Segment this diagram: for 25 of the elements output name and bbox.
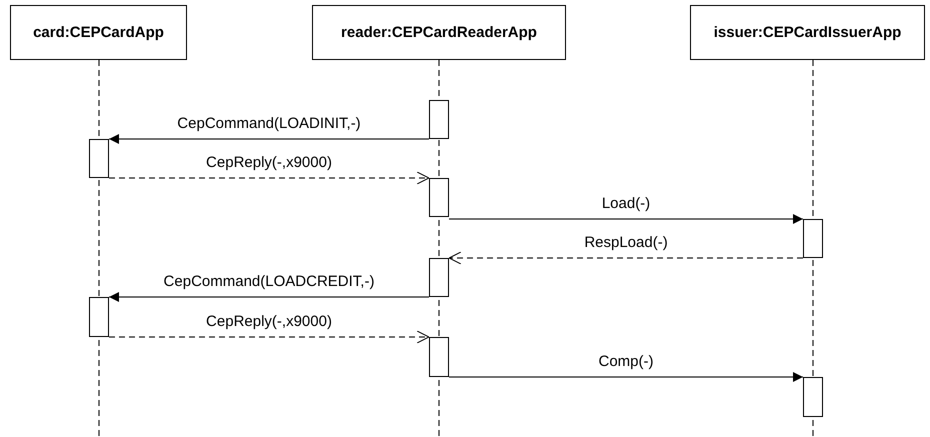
lifeline-header: issuer:CEPCardIssuerApp (690, 5, 925, 60)
activation-bar (429, 337, 449, 377)
lifeline-header: card:CEPCardApp (10, 5, 187, 60)
edge-label: RespLoad(-) (583, 234, 669, 251)
reply-arrow (448, 252, 804, 264)
edge-label: CepReply(-,x9000) (205, 313, 333, 330)
edge-label: CepCommand(LOADCREDIT,-) (162, 273, 376, 290)
reply-arrow (108, 172, 430, 184)
edge-label: CepCommand(LOADINIT,-) (176, 115, 362, 132)
activation-bar (429, 178, 449, 217)
reply-arrow (108, 330, 430, 344)
activation-bar (89, 297, 109, 337)
activation-bar (429, 100, 449, 139)
activation-bar (429, 258, 449, 297)
message-arrow (108, 134, 430, 144)
lifeline-header: reader:CEPCardReaderApp (312, 5, 566, 60)
activation-bar (89, 139, 109, 178)
edge-label: CepReply(-,x9000) (205, 154, 333, 171)
message-arrow (448, 214, 804, 224)
activation-bar (803, 377, 823, 417)
activation-bar (803, 219, 823, 258)
edge-label: Comp(-) (598, 353, 654, 370)
message-arrow (108, 292, 430, 302)
message-arrow (448, 372, 804, 382)
edge-label: Load(-) (600, 195, 652, 212)
